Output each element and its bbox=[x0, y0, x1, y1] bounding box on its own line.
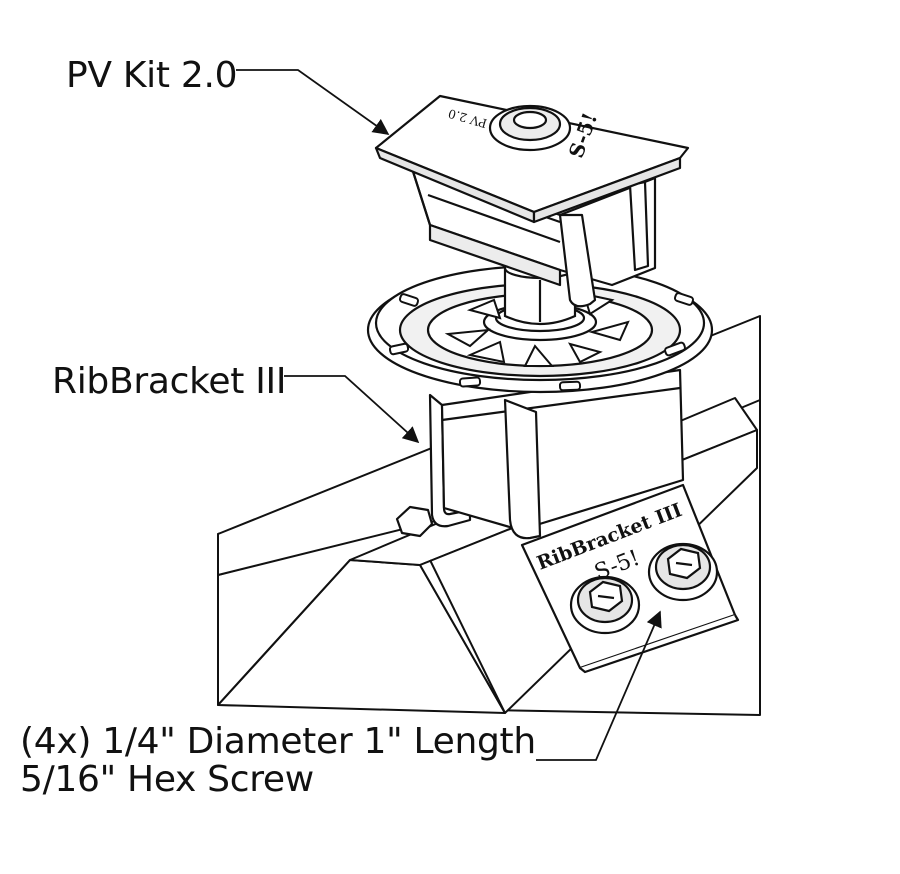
rib-bracket-right-leg bbox=[503, 398, 542, 540]
rib-bracket bbox=[395, 368, 740, 674]
hex-screw-callout-line1: (4x) 1/4" Diameter 1" Length bbox=[20, 721, 536, 762]
rib-bracket-callout: RibBracket III bbox=[52, 361, 287, 402]
pv-kit-callout: PV Kit 2.0 bbox=[66, 55, 238, 96]
pv-clamp-left-flank bbox=[408, 161, 562, 287]
leader-rib-bracket bbox=[284, 375, 420, 444]
pv-clamp-right-leg bbox=[558, 213, 597, 308]
base-plate-slots bbox=[388, 292, 695, 392]
rib-bracket-back-nut bbox=[395, 505, 434, 538]
hex-screw-callout-line2: 5/16" Hex Screw bbox=[20, 759, 314, 800]
pv-kit-clamp bbox=[374, 94, 690, 308]
leader-hex-screw bbox=[536, 610, 662, 761]
hex-screw-right bbox=[647, 542, 719, 602]
leader-pv-kit bbox=[236, 69, 390, 135]
leader-lines bbox=[236, 69, 662, 761]
hex-screw-left bbox=[569, 575, 641, 635]
